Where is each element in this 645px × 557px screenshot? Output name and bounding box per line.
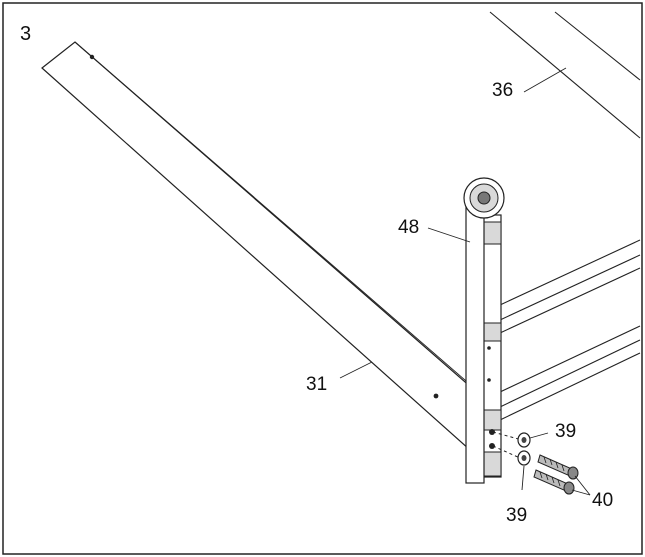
hardware-group <box>492 431 579 495</box>
bolt-lower <box>533 469 575 495</box>
side-rails <box>499 239 641 421</box>
callout-39-upper: 39 <box>555 421 576 442</box>
rail-part-36 <box>489 11 641 139</box>
bracket-part-48 <box>463 177 505 484</box>
upright-post <box>482 214 502 478</box>
leader-lines <box>339 67 591 496</box>
frame-leg-part-31 <box>41 41 489 452</box>
step-number: 3 <box>20 23 31 45</box>
callout-48: 48 <box>398 217 419 238</box>
callout-39-lower: 39 <box>506 505 527 526</box>
callout-31: 31 <box>306 374 327 395</box>
callout-36: 36 <box>492 80 513 101</box>
bolt-upper <box>537 454 579 480</box>
callout-40: 40 <box>592 490 613 511</box>
